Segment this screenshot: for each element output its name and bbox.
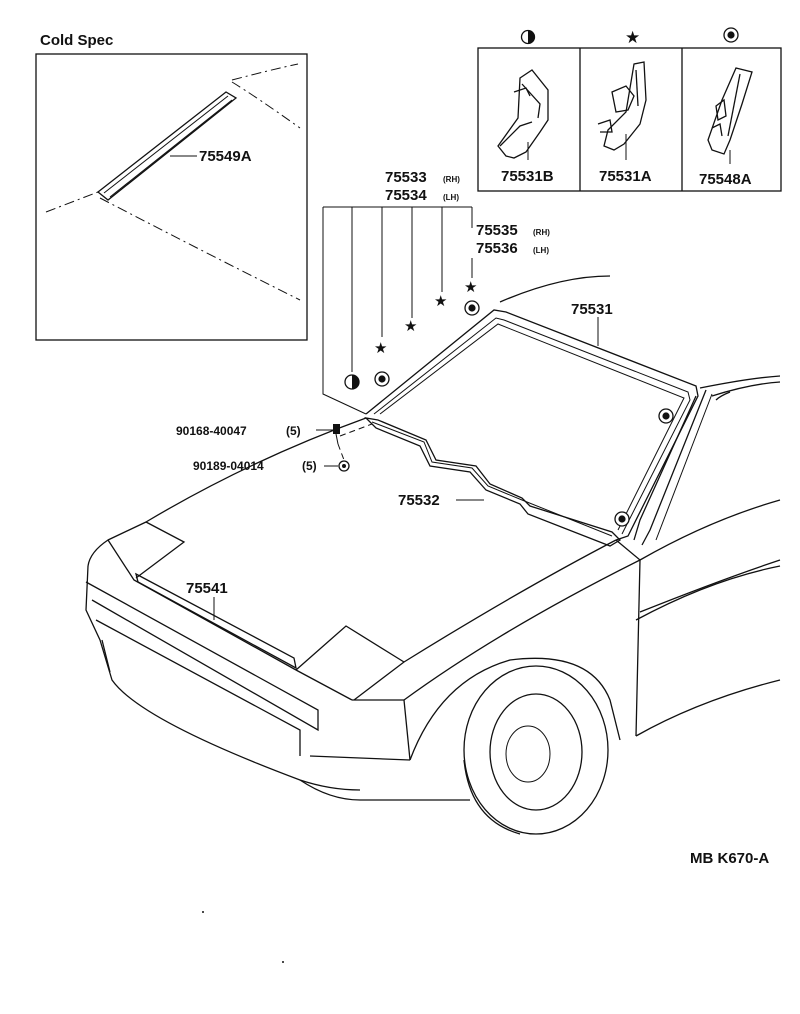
- inset-part-label: 75549A: [199, 148, 252, 165]
- label-75535: 75535: [476, 222, 518, 239]
- star-marker-3: ★: [434, 293, 447, 310]
- star-marker-2: ★: [404, 318, 417, 335]
- label-75533-side: (RH): [443, 175, 460, 184]
- half-circle-marker: [344, 374, 360, 390]
- clip-legend-frame: [477, 47, 782, 192]
- half-circle-symbol: [520, 29, 536, 45]
- moulding-callouts: 75533 (RH) 75534 (LH) 75535 (RH) 75536 (…: [322, 169, 550, 415]
- figure-code: MB K670-A: [690, 850, 769, 867]
- label-nut-part: 90189-04014: [193, 459, 264, 473]
- star-marker-1: ★: [374, 340, 387, 357]
- car-body: 75531 75532 75541: [85, 275, 781, 835]
- nut-icon: [338, 460, 350, 472]
- speck: [202, 911, 204, 913]
- inset-title: Cold Spec: [40, 32, 113, 49]
- bolt-icon: [333, 424, 340, 445]
- double-circle-marker-1: [374, 371, 390, 387]
- clip-legend: ★ 75531B 75531A: [477, 27, 782, 192]
- clip-75531B-label: 75531B: [501, 168, 554, 185]
- double-circle-symbol: [723, 27, 739, 43]
- star-marker-4: ★: [464, 279, 477, 296]
- label-75532: 75532: [398, 492, 440, 509]
- inset-weatherstrip: [96, 91, 238, 201]
- label-75535-side: (RH): [533, 228, 550, 237]
- label-75533: 75533: [385, 169, 427, 186]
- label-75531: 75531: [571, 301, 613, 318]
- label-75534-side: (LH): [443, 193, 459, 202]
- label-bolt-qty: (5): [286, 424, 301, 438]
- label-75536-side: (LH): [533, 246, 549, 255]
- inset-frame: [35, 53, 308, 341]
- label-75534: 75534: [385, 187, 427, 204]
- label-bolt-part: 90168-40047: [176, 424, 247, 438]
- inset-body-lines: [45, 63, 301, 301]
- star-symbol: ★: [625, 28, 640, 47]
- glass-marker-1: [658, 408, 674, 424]
- clip-75548A-label: 75548A: [699, 171, 752, 188]
- double-circle-marker-2: [464, 300, 480, 316]
- clip-75548A-drawing: [707, 67, 753, 155]
- front-wheel: [463, 665, 609, 835]
- label-75536: 75536: [476, 240, 518, 257]
- clip-75531B-drawing: [497, 69, 549, 159]
- label-75541: 75541: [186, 580, 228, 597]
- windshield: [365, 309, 731, 546]
- clip-75531A-label: 75531A: [599, 168, 652, 185]
- cold-spec-inset: Cold Spec 75549A: [35, 32, 308, 341]
- cowl-panel: [364, 417, 622, 547]
- clip-75531A-drawing: [597, 61, 647, 151]
- glass-marker-2: [614, 511, 630, 527]
- label-nut-qty: (5): [302, 459, 317, 473]
- fasteners: 90168-40047 (5) 90189-04014 (5): [176, 423, 373, 473]
- speck: [282, 961, 284, 963]
- hood-lip: [135, 572, 297, 670]
